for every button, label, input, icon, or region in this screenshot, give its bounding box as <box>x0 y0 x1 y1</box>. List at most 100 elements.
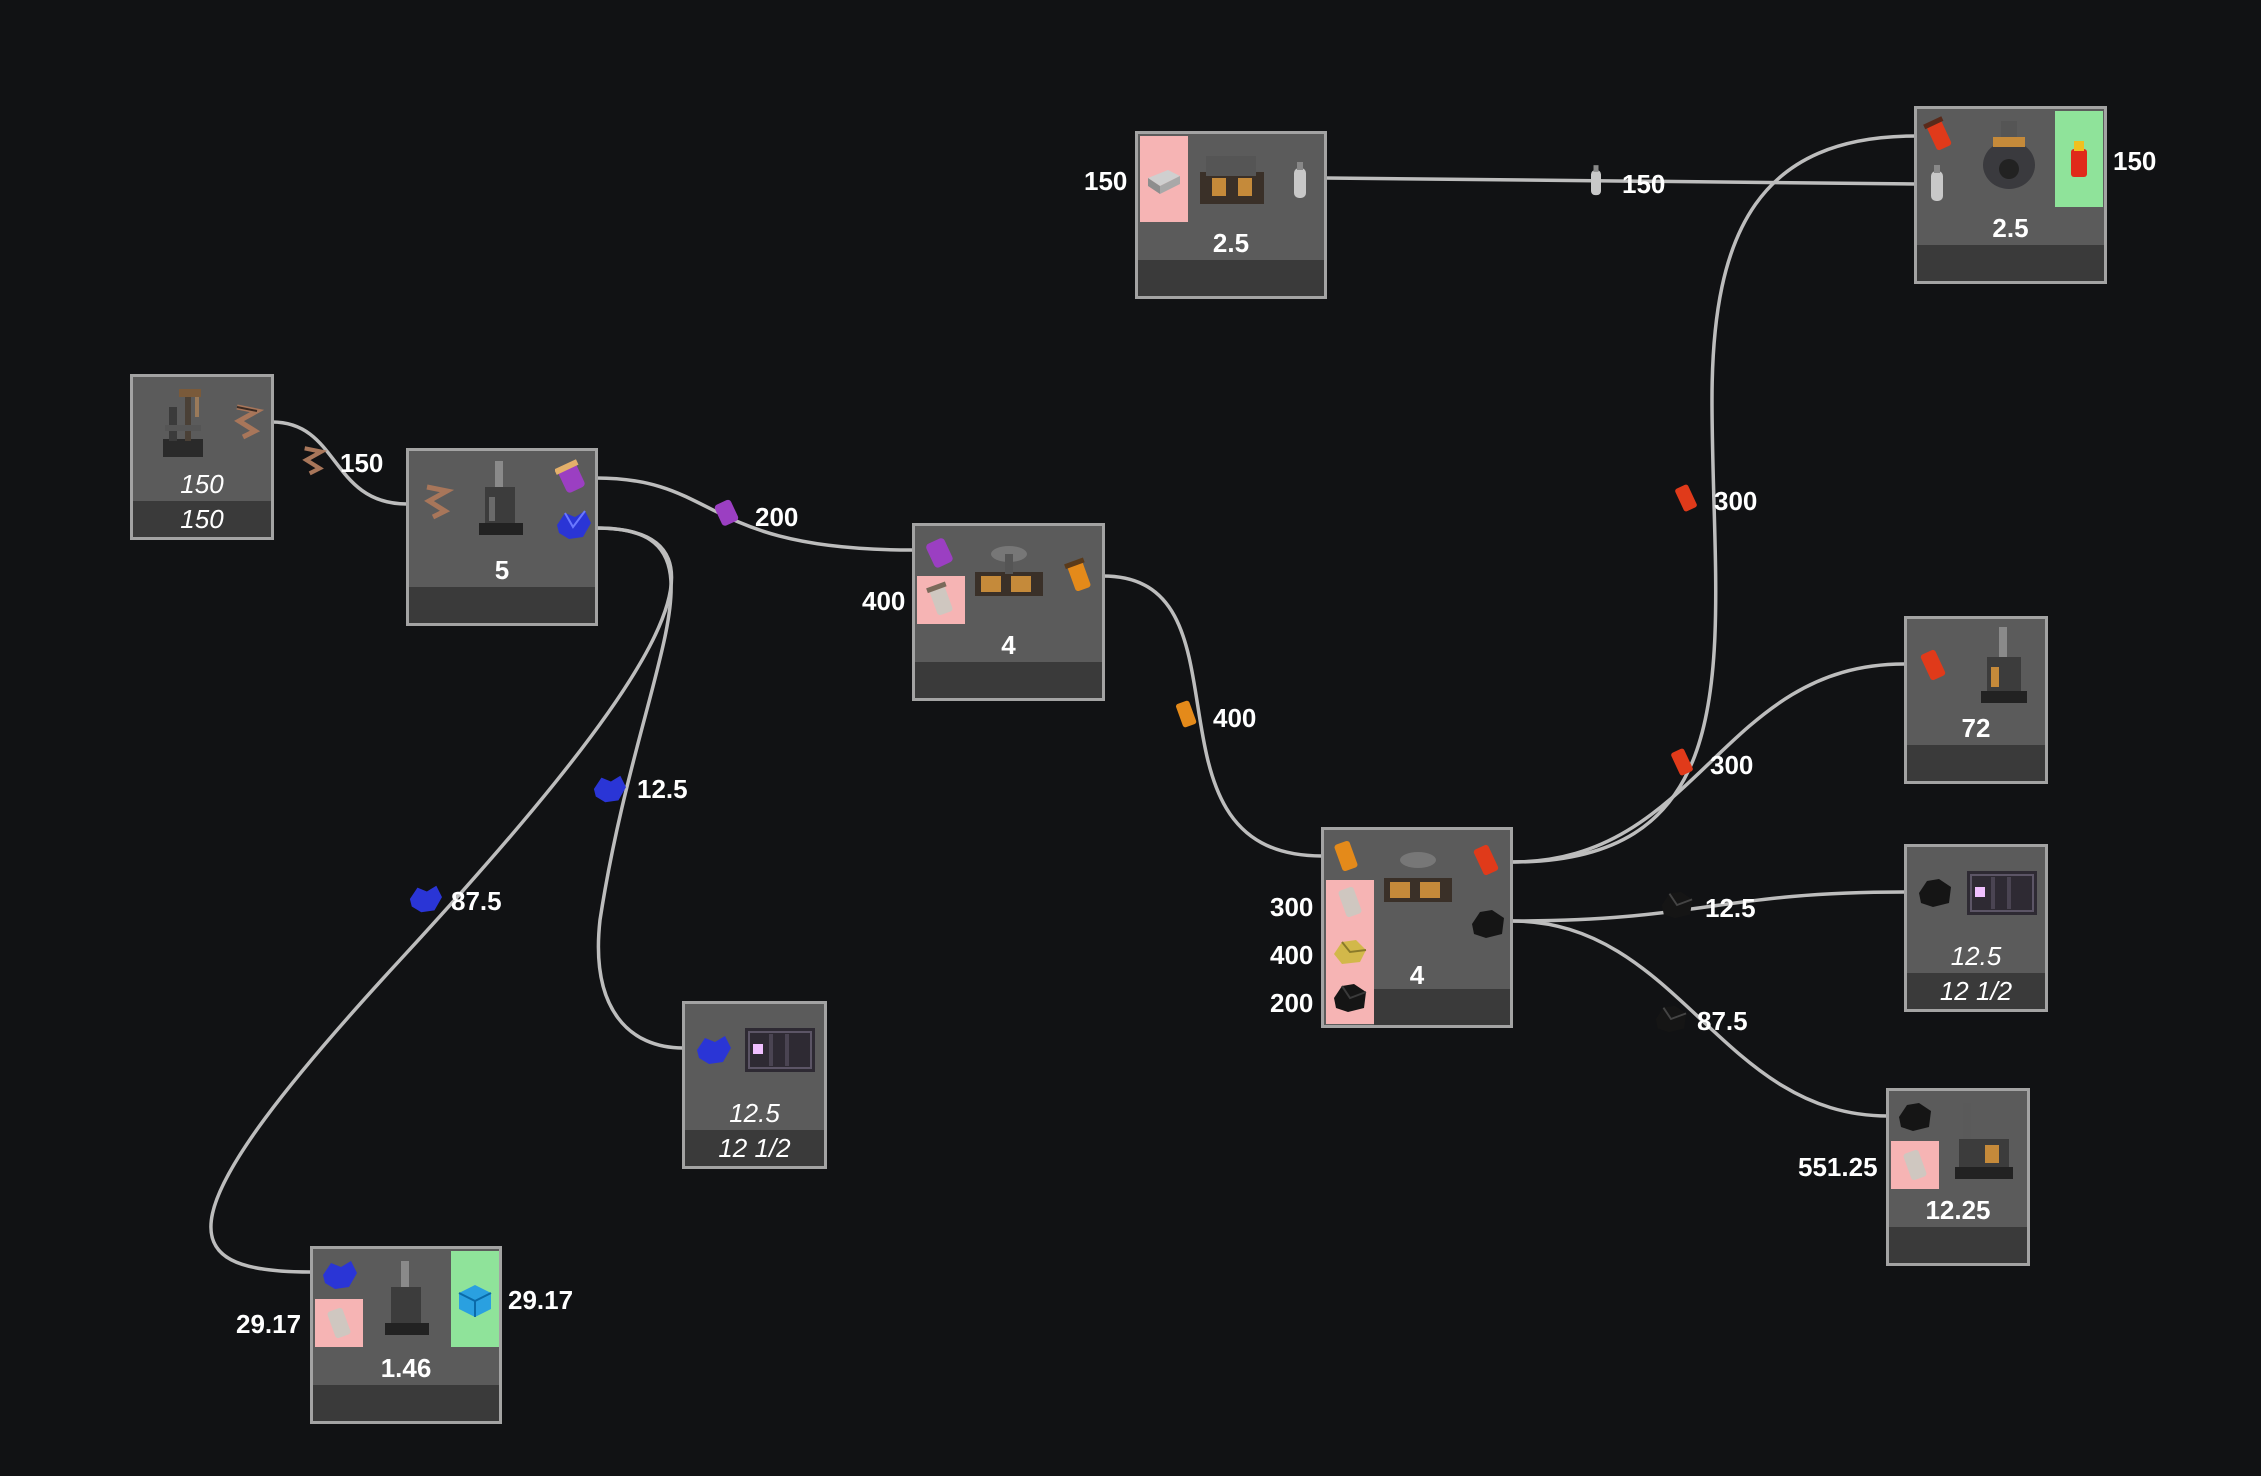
node-footer <box>915 662 1102 698</box>
node-refinery-left[interactable]: 5 <box>406 448 598 626</box>
red-fuel-rod-icon <box>1671 748 1693 776</box>
node-sink-right[interactable]: 12.5 12 1/2 <box>1904 844 2048 1012</box>
blue-crystal-icon <box>409 885 442 913</box>
input-amount: 29.17 <box>236 1309 302 1339</box>
blender-icon <box>1983 121 2035 189</box>
copper-wire-icon <box>424 484 455 520</box>
link-red-300-b <box>1510 662 1906 864</box>
input-amount: 300 <box>1270 892 1314 922</box>
fuel-bottle-icon <box>2071 141 2087 177</box>
link-coal-87-5 <box>1510 919 1890 1118</box>
red-fuel-rod-icon <box>1923 116 1952 151</box>
footer-value: 150 <box>180 503 224 534</box>
assembler-icon <box>975 546 1043 596</box>
link-amount: 200 <box>755 502 799 532</box>
node-assembler-mid[interactable]: 4 <box>912 523 1105 701</box>
output-amount: 29.17 <box>508 1285 574 1315</box>
pale-canister-icon <box>1903 1149 1927 1181</box>
coal-icon <box>1661 891 1693 919</box>
node-footer <box>409 587 595 623</box>
purple-rod-icon <box>555 459 585 493</box>
node-assembler-big[interactable]: 4 <box>1321 827 1513 1028</box>
coal-icon <box>1655 1005 1687 1033</box>
metal-ingot-icon <box>1148 170 1180 194</box>
generator-icon <box>1981 627 2027 703</box>
node-footer: 12 1/2 <box>685 1130 824 1166</box>
orange-fuel-rod-icon <box>1334 840 1358 872</box>
link-rod-200 <box>594 476 914 552</box>
input-amount: 150 <box>1084 166 1128 196</box>
link-amount: 87.5 <box>451 886 502 916</box>
node-footer <box>1907 745 2045 781</box>
link-crystal-12-5 <box>594 526 685 1050</box>
node-rate: 4 <box>1409 960 1425 990</box>
node-packager-top[interactable]: 2.5 <box>1135 131 1327 299</box>
node-rate: 5 <box>494 555 510 585</box>
red-fuel-rod-icon <box>1920 649 1946 681</box>
node-rate: 2.5 <box>1992 213 2029 243</box>
footer-value: 12 1/2 <box>1939 975 2013 1006</box>
link-amount: 12.5 <box>637 774 688 804</box>
node-rate: 72 <box>1961 713 1991 743</box>
input-amount: 400 <box>1270 940 1314 970</box>
link-wire-150 <box>270 420 409 506</box>
node-generator-bottom-right[interactable]: 12.25 <box>1886 1088 2030 1266</box>
coal-icon <box>1472 910 1504 938</box>
input-amount: 200 <box>1270 988 1314 1018</box>
node-sink-left[interactable]: 12.5 12 1/2 <box>682 1001 827 1169</box>
link-amount: 150 <box>1622 169 1666 199</box>
gas-canister-icon <box>1591 165 1601 196</box>
node-rate: 1.46 <box>380 1353 432 1383</box>
copper-wire-icon <box>302 446 328 476</box>
coal-icon <box>1334 984 1367 1012</box>
purple-rod-icon <box>926 538 953 568</box>
output-amount: 150 <box>2113 146 2157 176</box>
link-crystal-87-5 <box>209 526 674 1274</box>
blue-crystal-icon <box>593 775 626 803</box>
node-rate: 12.5 <box>1950 941 2002 971</box>
link-amount: 300 <box>1714 486 1758 516</box>
blue-crystal-icon <box>323 1261 357 1289</box>
input-amount: 551.25 <box>1798 1152 1878 1182</box>
blue-crystal-icon <box>697 1036 731 1064</box>
node-footer <box>1917 245 2104 281</box>
storage-container-icon <box>1967 871 2037 915</box>
red-fuel-rod-icon <box>1473 844 1499 876</box>
footer-value: 12 1/2 <box>718 1132 791 1163</box>
coal-icon <box>1899 1103 1931 1131</box>
node-rate: 4 <box>1001 630 1016 660</box>
gas-canister-icon <box>1294 162 1306 198</box>
link-amount: 400 <box>1213 703 1257 733</box>
pale-canister-icon <box>327 1307 351 1339</box>
node-footer: 150 <box>133 501 271 537</box>
node-footer <box>1138 260 1324 296</box>
link-coal-12-5 <box>1510 890 1906 923</box>
pale-canister-icon <box>1338 886 1362 918</box>
link-orange-400 <box>1101 574 1324 858</box>
link-amount: 12.5 <box>1705 893 1756 923</box>
coal-icon <box>1919 879 1951 907</box>
node-rate: 150 <box>180 469 224 499</box>
link-amount: 300 <box>1710 750 1754 780</box>
link-amount: 87.5 <box>1697 1006 1748 1036</box>
orange-fuel-rod-icon <box>1064 557 1091 592</box>
pale-canister-icon <box>926 581 953 616</box>
red-fuel-rod-icon <box>1675 484 1697 512</box>
refinery-icon <box>479 461 523 535</box>
generator-icon <box>1955 1103 2013 1179</box>
storage-container-icon <box>745 1028 815 1072</box>
assembler-icon <box>1384 852 1452 902</box>
node-crafter-bottom[interactable]: 1.46 <box>310 1246 502 1424</box>
extractor-machine-icon <box>163 389 203 457</box>
node-generator-right[interactable]: 72 <box>1904 616 2048 784</box>
orange-fuel-rod-icon <box>1176 700 1197 728</box>
packager-icon <box>1200 156 1264 204</box>
node-extractor-left[interactable]: 150 150 <box>130 374 274 540</box>
refinery-icon <box>385 1261 429 1335</box>
gold-nugget-icon <box>1334 940 1367 964</box>
node-footer <box>1889 1227 2027 1263</box>
node-blender-top-right[interactable]: 2.5 <box>1914 106 2107 284</box>
input-amount: 400 <box>862 586 906 616</box>
